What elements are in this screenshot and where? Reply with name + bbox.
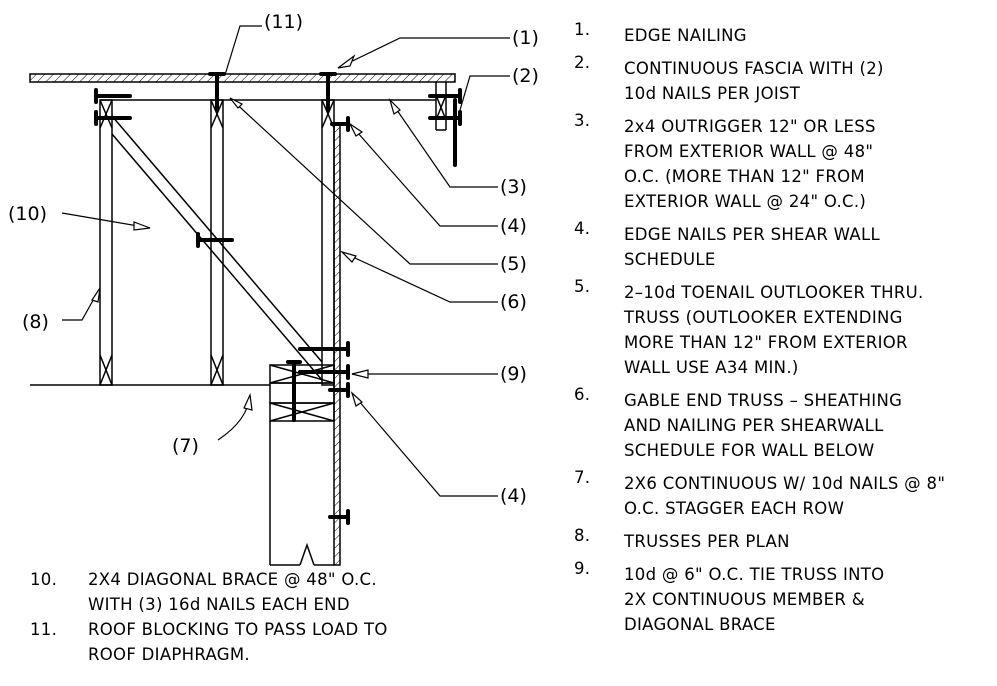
callout-8: (8) [22,311,49,333]
roof-sheathing [29,73,456,83]
truss-member-left [99,99,113,386]
callout-4-lower: (4) [500,485,527,507]
note-text: EDGE NAILING [624,26,747,45]
arrowheads [91,54,401,411]
note-text: 2X4 DIAGONAL BRACE @ 48" O.C. WITH (3) 1… [88,570,377,614]
note-text: CONTINUOUS FASCIA WITH (2) 10d NAILS PER… [624,59,884,103]
notes-list-right: 1. EDGE NAILING 2. CONTINUOUS FASCIA WITH … [574,20,997,637]
note-3: 3. 2x4 OUTRIGGER 12" OR LESS FROM EXTERIO… [574,111,997,214]
callout-1: (1) [512,27,539,49]
note-text: ROOF BLOCKING TO PASS LOAD TO ROOF DIAPH… [88,620,388,664]
note-6: 6. GABLE END TRUSS – SHEATHING AND NAILIN… [574,385,997,463]
note-10: 10. 2X4 DIAGONAL BRACE @ 48" O.C. WITH (3… [30,567,470,617]
callout-4: (4) [500,215,527,237]
note-number: 3. [574,111,591,130]
notes-list-left: 10. 2X4 DIAGONAL BRACE @ 48" O.C. WITH (3… [30,567,470,667]
note-number: 1. [574,20,591,39]
note-number: 7. [574,468,591,487]
leader-lines [61,25,510,497]
wall-below [269,421,334,566]
note-text: 2x4 OUTRIGGER 12" OR LESS FROM EXTERIOR … [624,117,876,211]
note-number: 2. [574,53,591,72]
note-7: 7. 2X6 CONTINUOUS W/ 10d NAILS @ 8" O.C. … [574,468,997,521]
fascia [435,82,447,131]
callout-10: (10) [8,203,47,225]
callout-2: (2) [512,65,539,87]
note-number: 5. [574,277,591,296]
truss-member-middle [210,99,224,386]
callout-7: (7) [172,435,199,457]
note-text: 2–10d TOENAIL OUTLOOKER THRU. TRUSS (OUT… [624,283,924,377]
note-text: TRUSSES PER PLAN [624,532,790,551]
note-5: 5. 2–10d TOENAIL OUTLOOKER THRU. TRUSS (O… [574,277,997,380]
note-number: 8. [574,526,591,545]
callout-11: (11) [264,11,303,33]
note-1: 1. EDGE NAILING [574,20,997,48]
callout-5: (5) [500,253,527,275]
callout-9: (9) [500,363,527,385]
note-text: GABLE END TRUSS – SHEATHING AND NAILING … [624,391,903,460]
note-8: 8. TRUSSES PER PLAN [574,526,997,554]
nails [94,72,462,525]
callout-6: (6) [500,291,527,313]
note-2: 2. CONTINUOUS FASCIA WITH (2) 10d NAILS P… [574,53,997,106]
note-number: 10. [30,570,58,589]
note-number: 11. [30,620,58,639]
note-number: 6. [574,385,591,404]
note-text: 2X6 CONTINUOUS W/ 10d NAILS @ 8" O.C. ST… [624,474,946,518]
note-text: 10d @ 6" O.C. TIE TRUSS INTO 2X CONTINUO… [624,565,885,634]
diagonal-brace [111,115,323,381]
note-text: EDGE NAILS PER SHEAR WALL SCHEDULE [624,225,880,269]
note-number: 4. [574,219,591,238]
note-9: 9. 10d @ 6" O.C. TIE TRUSS INTO 2X CONTIN… [574,559,997,637]
callout-3: (3) [500,176,527,198]
gable-end-truss [321,99,335,386]
note-11: 11. ROOF BLOCKING TO PASS LOAD TO ROOF DI… [30,617,470,667]
note-number: 9. [574,559,591,578]
wall-sheathing [333,124,341,566]
note-4: 4. EDGE NAILS PER SHEAR WALL SCHEDULE [574,219,997,272]
